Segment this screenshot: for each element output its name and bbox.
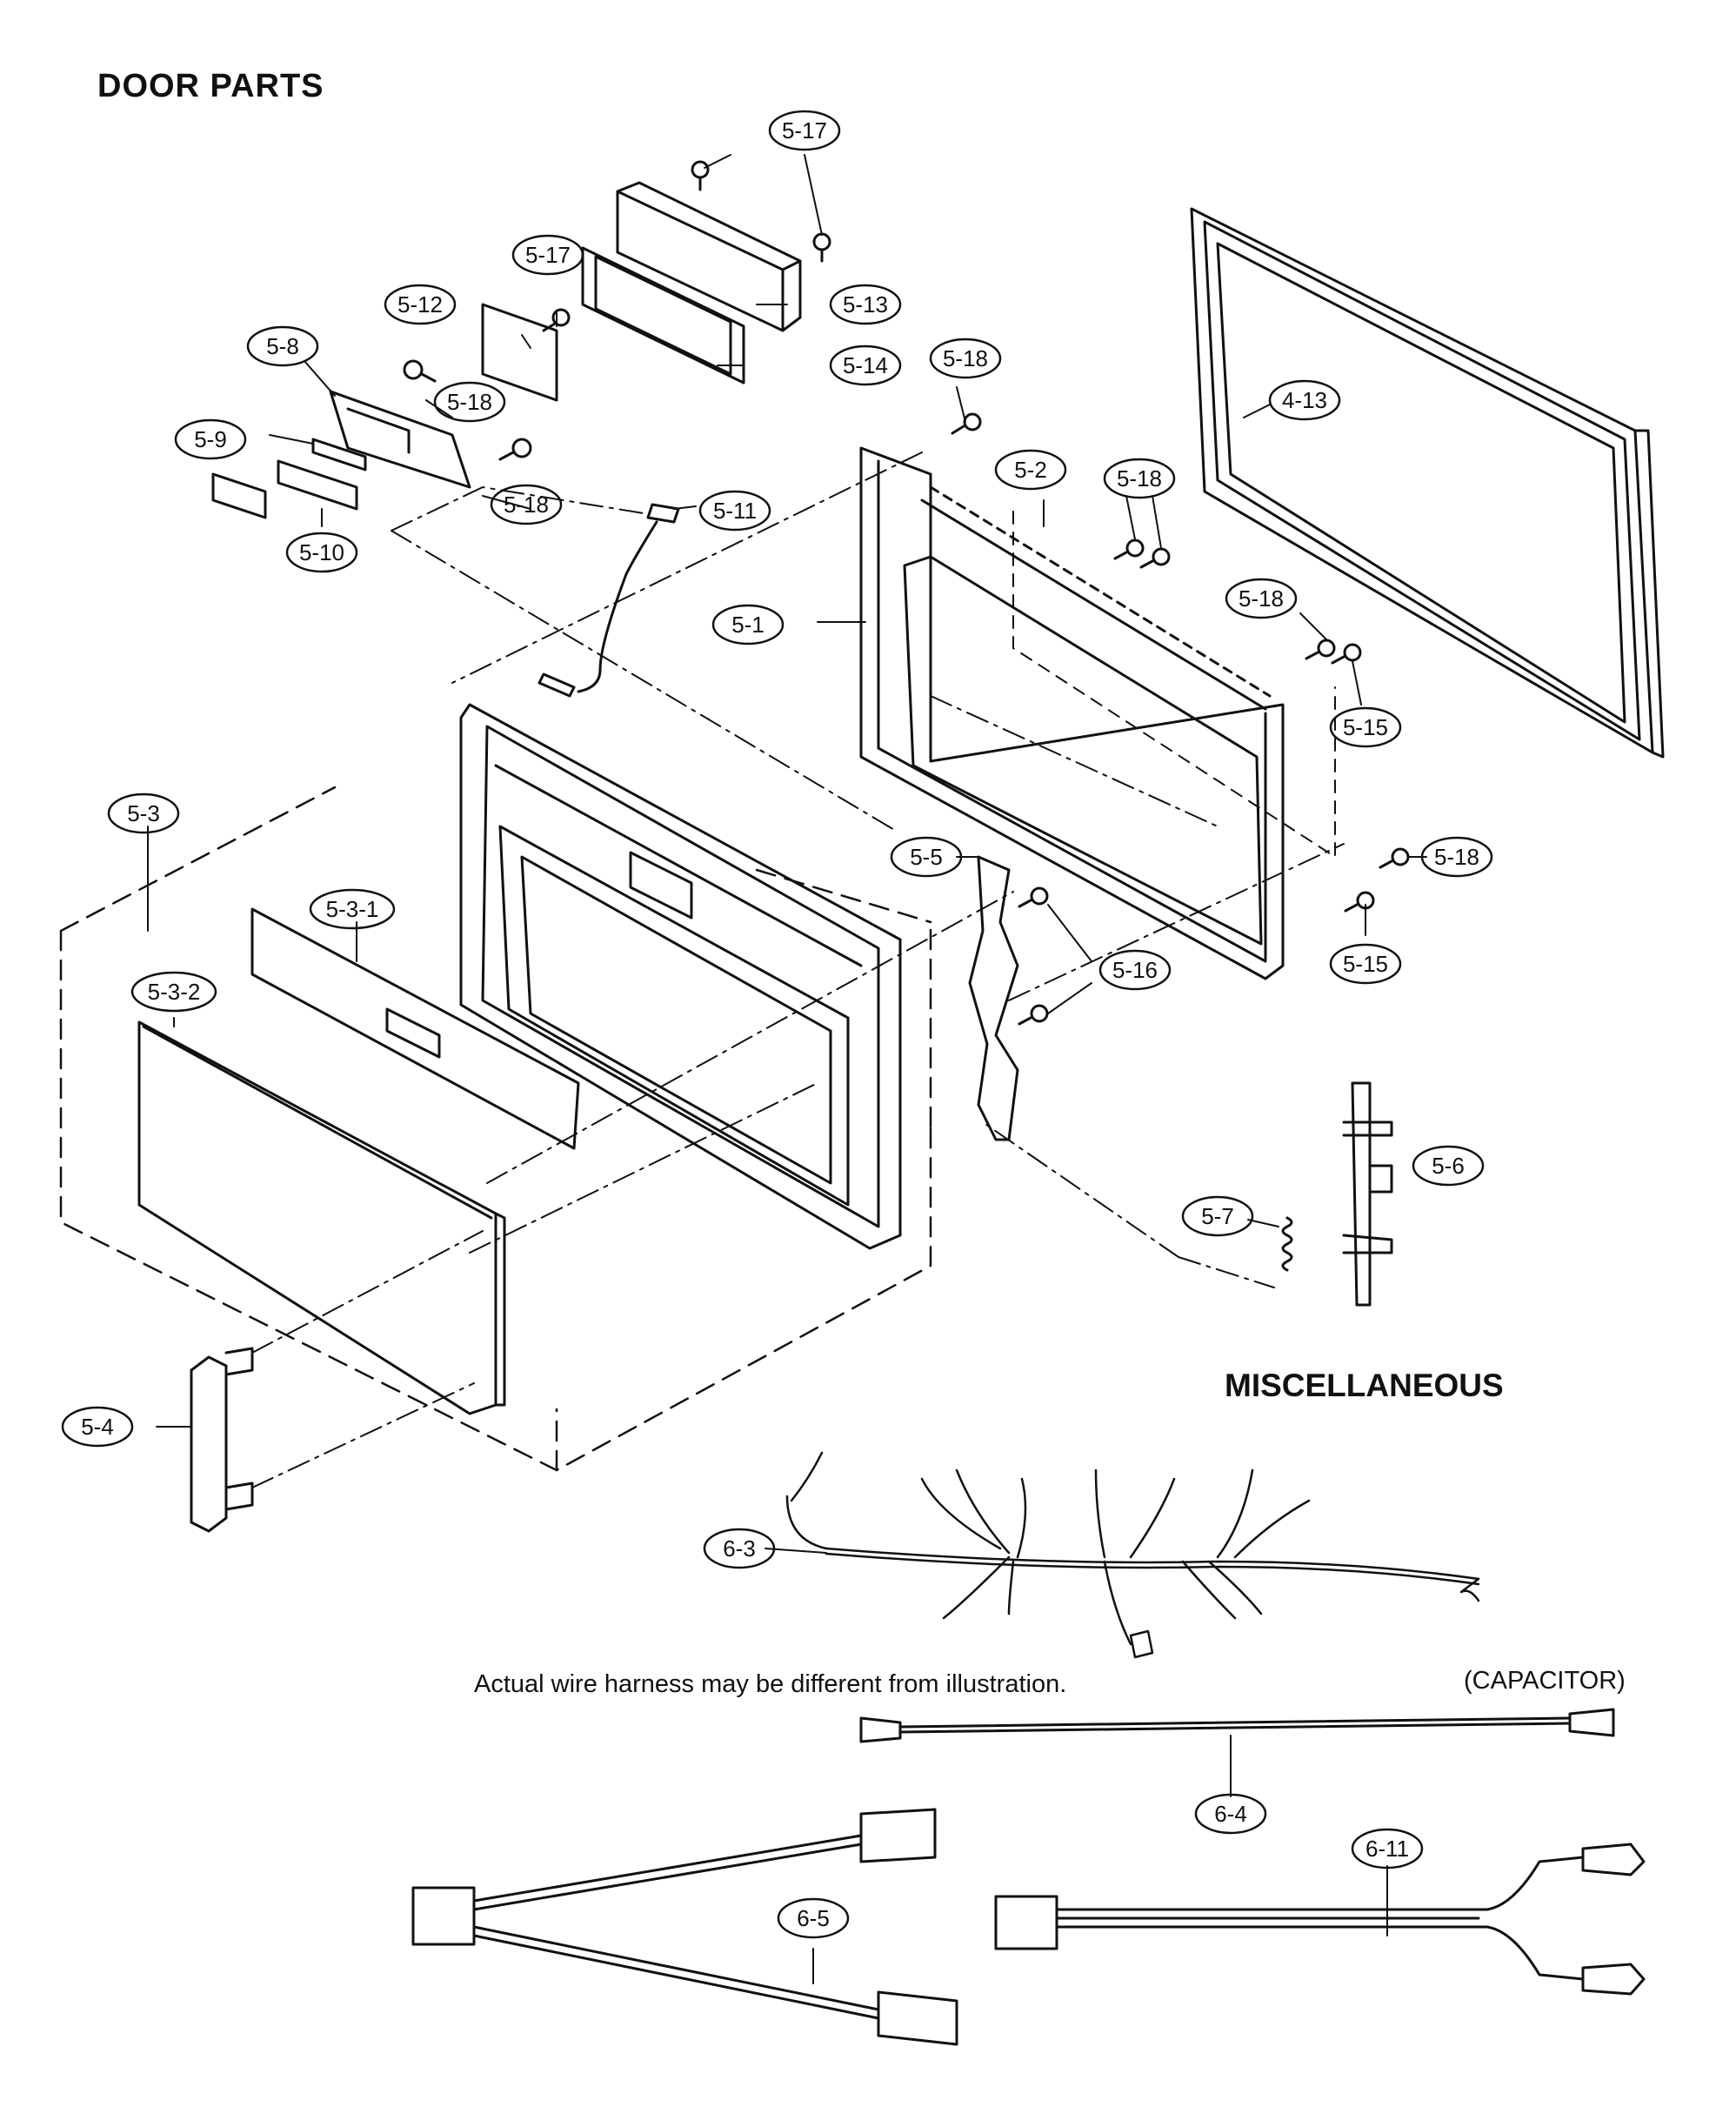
callout-bubble [768,110,841,151]
callout-label: 6-11 [1365,1836,1409,1862]
latch-lever-5-6 [1342,1081,1393,1307]
callout-label: 5-5 [910,844,943,870]
callout-label: 5-3-1 [326,896,379,922]
wire-harness-6-3 [785,1451,1480,1659]
door-frame-5-1 [859,446,1285,980]
callout-bubble [107,793,180,834]
display-window-5-14 [581,246,745,385]
callout-bubble [1351,1828,1424,1869]
miscellaneous-heading: MISCELLANEOUS [1225,1368,1504,1403]
callout-label: 5-13 [843,291,888,318]
callout-label: 5-10 [299,539,344,565]
callout-label: 5-15 [1343,714,1388,740]
callout-bubble [433,381,506,423]
callout-bubble [384,284,457,325]
callout-bubble [829,284,902,325]
callout-label: 5-8 [266,333,299,359]
shield-plate-5-2 [1012,511,1336,858]
callout-bubble [829,344,902,386]
capacitor-label: (CAPACITOR) [1464,1667,1626,1695]
callout-bubble [890,836,963,878]
display-frame-5-13 [616,181,802,332]
callout-bubble [1181,1195,1254,1237]
callout-bubble [1412,1145,1485,1187]
lead-6-5 [411,1808,958,2046]
callout-bubble [698,490,771,532]
capacitor-lead-6-4 [859,1708,1615,1743]
callout-bubble [246,325,319,367]
callout-bubble [1225,578,1298,619]
door-front-panel [459,703,902,1250]
callout-label: 5-15 [1343,951,1388,977]
callout-bubble [1420,836,1493,878]
callout-label: 5-2 [1014,457,1047,483]
callout-bubble [777,1897,850,1939]
callout-label: 5-17 [782,117,827,144]
callout-label: 5-3-2 [148,979,201,1005]
board-5-12 [481,303,558,402]
screws [403,160,1410,1026]
callout-label: 6-5 [797,1905,830,1931]
callout-bubble [61,1406,134,1448]
hinge-5-5 [968,855,1019,1141]
callout-label: 5-1 [731,612,765,638]
part-5-9 [311,438,367,472]
callout-bubble [1194,1793,1267,1835]
callout-bubble [703,1528,776,1569]
callout-label: 5-6 [1432,1153,1465,1179]
callout-bubble [1329,706,1402,748]
callout-bubble [929,338,1002,379]
callout-label: 5-9 [194,426,227,452]
callout-label: 5-18 [1239,585,1284,612]
handle-5-4 [190,1347,254,1533]
callout-bubble [1329,943,1402,985]
callout-bubble [309,888,396,930]
callout-bubble [511,234,584,276]
callout-label: 5-12 [397,291,443,318]
callout-label: 5-18 [447,389,492,415]
choke-frame-4-13 [1190,207,1665,759]
callout-label: 5-4 [81,1414,114,1440]
callout-label: 5-11 [713,498,757,524]
part-5-10 [277,459,358,511]
callout-label: 5-18 [1117,465,1162,492]
callout-label: 6-4 [1214,1801,1247,1827]
lead-wire-5-11 [577,503,680,693]
callout-label: 4-13 [1282,387,1327,413]
callout-label: 5-17 [525,242,571,268]
lead-6-11 [994,1843,1646,1996]
switch-unit-5-8 [329,390,471,489]
callout-bubble [1268,379,1341,421]
callout-label: 5-18 [1434,844,1479,870]
callout-bubble [490,484,563,525]
callout-label: 6-3 [723,1535,756,1562]
spring-5-7 [1281,1216,1293,1272]
callout-bubble [1103,458,1176,499]
callout-bubble [1098,949,1172,991]
callout-bubble [174,418,247,460]
callout-label: 5-14 [843,352,888,378]
callout-label: 5-18 [504,492,549,518]
callout-label: 5-16 [1112,957,1158,983]
door-parts-heading: DOOR PARTS [97,68,324,104]
callout-bubble [130,971,217,1013]
callout-bubble [285,532,358,573]
callout-bubble [994,449,1067,491]
callout-label: 5-3 [127,800,160,826]
callout-label: 5-18 [943,345,988,371]
wire-harness-note: Actual wire harness may be different fro… [474,1670,1067,1698]
door-panel-5-3-2 [137,1020,506,1415]
callout-bubble [711,604,785,645]
callout-label: 5-7 [1201,1203,1234,1229]
nameplate-5-3-1 [250,907,580,1150]
